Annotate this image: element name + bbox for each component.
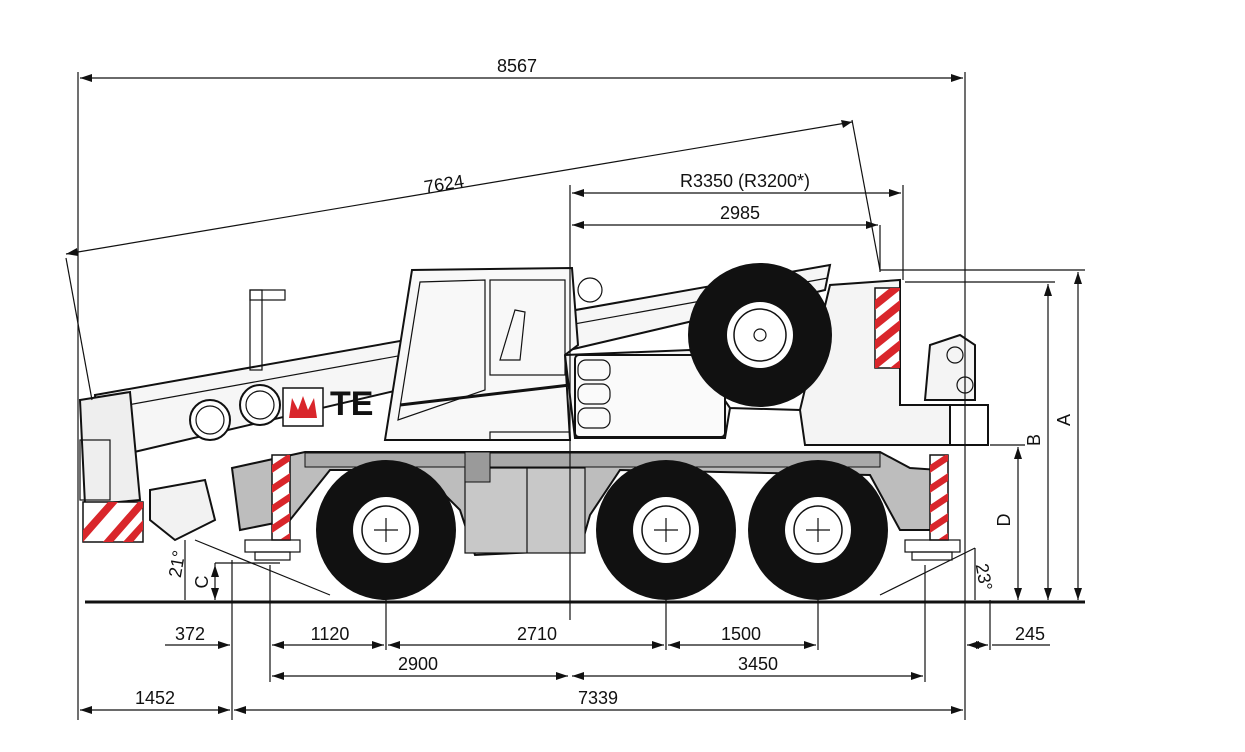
dim-length-lower: 7339 [578, 688, 618, 708]
dim-overall-length: 8567 [497, 56, 537, 76]
dim-axle2-to-axle3: 1500 [721, 624, 761, 644]
dim-boom-length: 7624 [423, 171, 466, 197]
carrier-chassis [230, 451, 941, 557]
dim-front-overhang-upper: 372 [175, 624, 205, 644]
height-label-b: B [1024, 434, 1044, 446]
height-label-a: A [1054, 414, 1074, 426]
dim-front-to-axle1: 1120 [311, 624, 350, 644]
dim-outrigger-front: 2900 [398, 654, 438, 674]
dim-rear-overhang-upper: 245 [1015, 624, 1045, 644]
dim-front-overhang-lower: 1452 [135, 688, 175, 708]
wheel-rear [748, 460, 888, 600]
dim-outrigger-rear: 3450 [738, 654, 778, 674]
logo-icon [282, 387, 324, 427]
height-label-d: D [994, 514, 1014, 527]
spare-tire [688, 263, 832, 407]
dim-turning-radius: R3350 (R3200*) [680, 171, 810, 191]
dim-tail-radius: 2985 [720, 203, 760, 223]
angle-approach: 21° [165, 549, 189, 579]
superstructure [563, 278, 989, 446]
front-outrigger [244, 454, 301, 561]
wheel-front [316, 460, 456, 600]
height-label-c: C [192, 576, 212, 589]
front-bumper-warning [82, 478, 217, 543]
dim-axle1-to-axle2: 2710 [517, 624, 557, 644]
operator-cab [383, 266, 603, 441]
rear-outrigger [904, 454, 961, 561]
dimension-arrows [66, 74, 1082, 714]
brand-text: TE [330, 385, 373, 423]
wheel-middle [596, 460, 736, 600]
angle-departure: 23° [972, 562, 996, 592]
